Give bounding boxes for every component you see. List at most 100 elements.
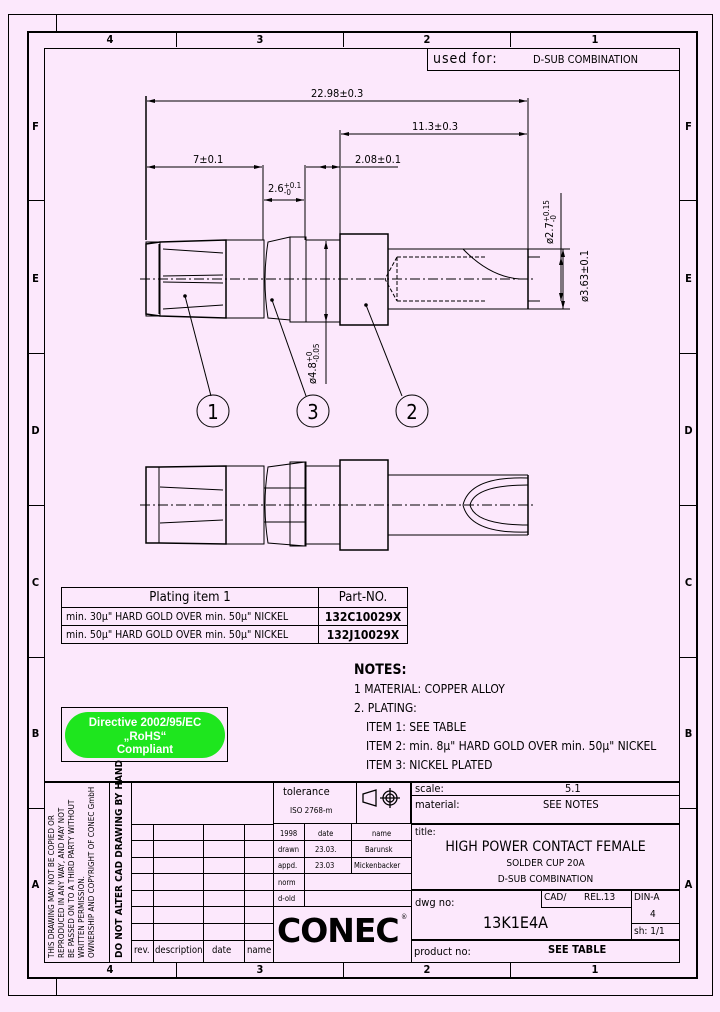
zone-row-F: F	[32, 120, 39, 133]
conec-logo: CONEC	[277, 911, 400, 950]
used-for-label: used for:	[433, 51, 498, 67]
dim-groove-tol-upper: +0.1	[283, 181, 302, 190]
approval-role-drawn: drawn	[278, 845, 299, 854]
cad-release: REL.13	[584, 892, 616, 903]
approval-date-header: date	[318, 829, 334, 838]
zone-row-C-right: C	[684, 576, 693, 589]
part-number: 132C10029X	[318, 607, 408, 626]
dim-cup-length: 7±0.1	[193, 153, 224, 166]
sheet-number: sh: 1/1	[634, 926, 665, 937]
zone-column-3: 3	[256, 33, 264, 46]
title-block	[44, 781, 680, 963]
registered-mark-icon: ®	[401, 913, 408, 921]
copyright-line: REPRODUCED IN ANY WAY, AND MAY NOT	[57, 807, 66, 958]
approval-role-appd: appd.	[278, 861, 298, 870]
tolerance-block	[274, 781, 411, 824]
dwg-no-label: dwg no:	[415, 896, 455, 909]
copyright-line: THIS DRAWING MAY NOT BE COPIED OR	[47, 815, 56, 958]
tolerance-label: tolerance	[283, 785, 330, 798]
dwg-no-value: 13K1E4A	[483, 913, 548, 932]
product-no-label: product no:	[414, 945, 471, 958]
dim-groove-width: 2.6+0.1-0	[268, 181, 302, 197]
dim-groove-tol-lower: -0	[283, 188, 291, 197]
approval-role-norm: norm	[278, 878, 296, 887]
rohs-badge-frame: Directive 2002/95/EC „RoHS“ Compliant	[61, 707, 228, 762]
zone-column-3-bottom: 3	[256, 963, 264, 976]
note-line: ITEM 3: NICKEL PLATED	[366, 758, 493, 772]
zone-column-1-bottom: 1	[591, 963, 599, 976]
warning-strip	[110, 781, 132, 963]
drawing-area-border	[44, 48, 680, 963]
din-label: DIN-A	[634, 892, 660, 903]
note-line: 2. PLATING:	[354, 701, 417, 715]
drawing-title: HIGH POWER CONTACT FEMALE	[445, 839, 646, 855]
outer-border-tick	[56, 14, 57, 32]
approval-date-appd: 23.03	[315, 861, 335, 870]
note-line: 1 MATERIAL: COPPER ALLOY	[354, 682, 505, 696]
rohs-badge: Directive 2002/95/EC „RoHS“ Compliant	[65, 712, 225, 758]
zone-row-F-right: F	[685, 120, 692, 133]
used-for-value: D-SUB COMBINATION	[533, 52, 639, 66]
cad-label: CAD/	[544, 892, 567, 903]
notes-heading: NOTES:	[354, 662, 407, 678]
title-label: title:	[415, 827, 436, 838]
copyright-notice: THIS DRAWING MAY NOT BE COPIED OR REPROD…	[47, 787, 97, 958]
approval-name-header: name	[372, 829, 392, 838]
approval-name-drawn: Barunsk	[365, 845, 393, 854]
zone-column-2-bottom: 2	[423, 963, 431, 976]
zone-row-E: E	[32, 272, 39, 285]
callout-item-1: 1	[207, 400, 219, 424]
rohs-directive: Directive 2002/95/EC	[88, 717, 202, 729]
plating-description: min. 50µ" HARD GOLD OVER min. 50µ" NICKE…	[61, 625, 319, 644]
dim-diameter-cup-base: ø2.7	[543, 222, 556, 244]
approval-role-d-old: d-old	[278, 894, 296, 903]
zone-column-1: 1	[591, 33, 599, 46]
part-no-header: Part-NO.	[318, 587, 408, 608]
zone-row-C: C	[31, 576, 40, 589]
material-value: SEE NOTES	[543, 798, 599, 811]
outer-border	[8, 14, 713, 996]
dim-collar-width: 2.08±0.1	[355, 153, 402, 166]
dim-diameter-cup: ø2.7+0.15-0	[542, 200, 558, 244]
notes-section: NOTES: 1 MATERIAL: COPPER ALLOY 2. PLATI…	[354, 661, 656, 775]
approval-year: 1998	[280, 829, 298, 838]
copyright-line: WRITTEN PERMISSION.	[77, 876, 86, 958]
scale-label: scale:	[415, 782, 444, 795]
revision-header-name: name	[247, 945, 272, 956]
copyright-line: BE PASSED ON TO A THIRD PARTY WITHOUT	[67, 799, 76, 958]
table-row: min. 30µ" HARD GOLD OVER min. 50µ" NICKE…	[61, 607, 408, 626]
revision-area	[132, 781, 274, 963]
note-line: ITEM 1: SEE TABLE	[366, 720, 467, 734]
zone-column-4: 4	[106, 33, 114, 46]
drawing-subtitle-2: D-SUB COMBINATION	[497, 874, 594, 885]
tolerance-value: ISO 2768-m	[290, 806, 333, 815]
revision-header-description: description	[155, 945, 203, 956]
part-number: 132J10029X	[318, 625, 408, 644]
zone-row-B: B	[31, 727, 40, 740]
dim-diameter-body: ø4.8+0-0.05	[305, 343, 321, 384]
dim-diameter-body-tol-lower: -0.05	[312, 343, 321, 363]
zone-row-A-right: A	[684, 878, 693, 891]
plating-table-header: Plating item 1 Part-NO.	[61, 587, 408, 608]
dim-diameter-shank: ø3.63±0.1	[578, 249, 591, 302]
zone-row-A: A	[31, 878, 40, 891]
din-value: 4	[650, 909, 656, 920]
approval-name-appd: Mickenbacker	[354, 861, 401, 870]
plating-header: Plating item 1	[61, 587, 319, 608]
zone-row-D: D	[31, 424, 40, 437]
zone-column-4-bottom: 4	[106, 963, 114, 976]
callout-item-3: 3	[307, 400, 319, 424]
dim-groove-width-base: 2.6	[268, 182, 284, 195]
plating-table: Plating item 1 Part-NO. min. 30µ" HARD G…	[61, 587, 408, 644]
revision-header-rev: rev.	[134, 945, 150, 956]
dim-shank-length: 11.3±0.3	[412, 120, 459, 133]
projection-symbol-icon	[362, 788, 400, 808]
do-not-alter-warning: DO NOT ALTER CAD DRAWING BY HAND	[114, 760, 125, 958]
product-no-value: SEE TABLE	[548, 943, 607, 956]
drawing-subtitle-1: SOLDER CUP 20A	[506, 858, 585, 869]
zone-column-2: 2	[423, 33, 431, 46]
used-for-field: used for: D-SUB COMBINATION	[427, 48, 680, 71]
approval-date-drawn: 23.03.	[315, 845, 337, 854]
note-line: ITEM 2: min. 8µ" HARD GOLD OVER min. 50µ…	[366, 739, 657, 753]
